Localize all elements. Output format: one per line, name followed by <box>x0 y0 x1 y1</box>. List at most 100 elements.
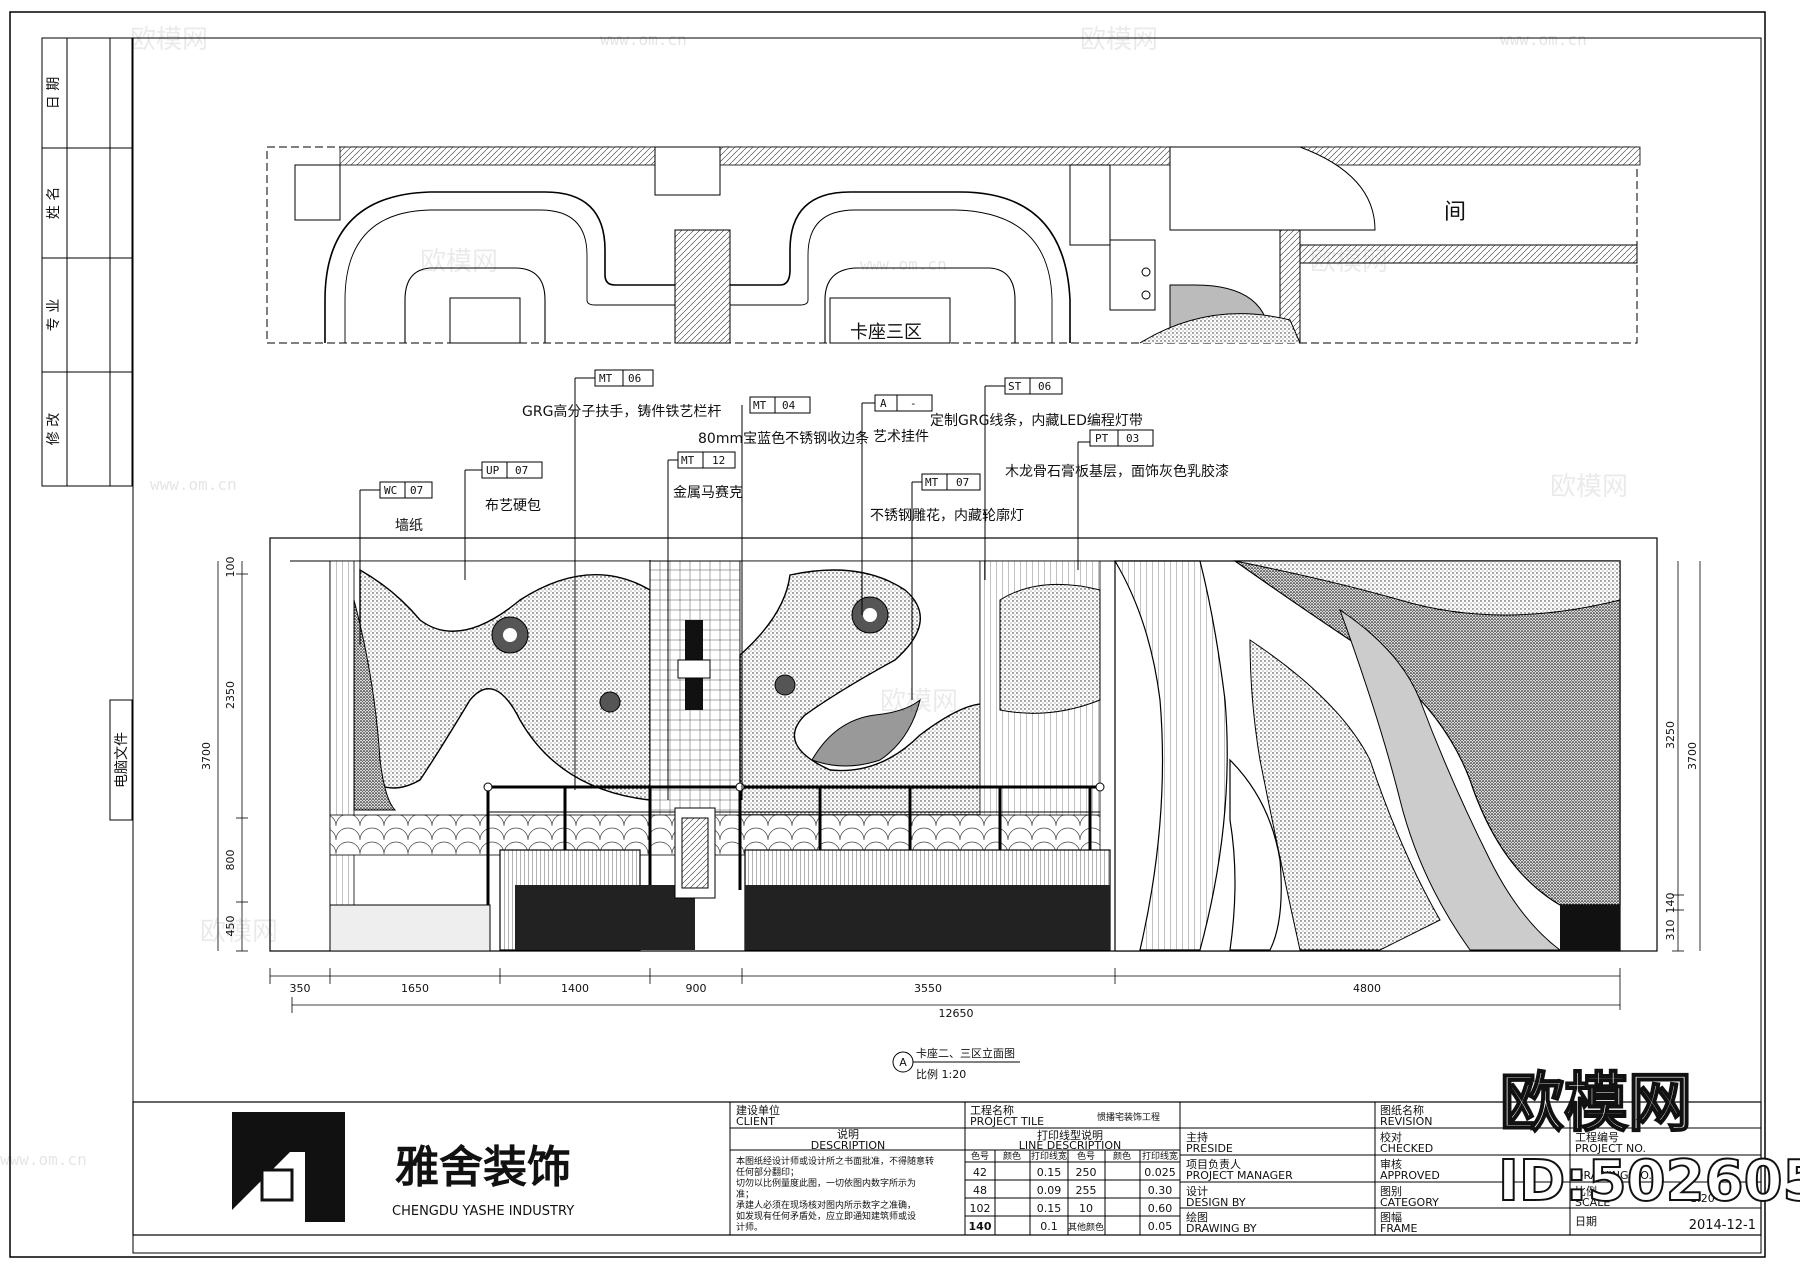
callout-text: 木龙骨石膏板基层，面饰灰色乳胶漆 <box>1005 463 1229 480</box>
side-name-label: 姓 名 <box>46 187 62 219</box>
callout-text: GRG高分子扶手，铸件铁艺栏杆 <box>522 403 721 420</box>
line-type-table: 色号 颜色 打印线宽 色号 颜色 打印线宽 42 0.15 250 0.025 … <box>965 1150 1180 1235</box>
line-cell: 48 <box>973 1184 987 1197</box>
line-cell: 102 <box>970 1202 991 1215</box>
project-title-label-en: PROJECT TILE <box>970 1115 1044 1128</box>
side-date-label: 日 期 <box>46 77 62 109</box>
dim-left-3: 800 <box>224 850 237 871</box>
design-label-cn: 设计 <box>1186 1185 1208 1198</box>
drawing-by-label-en: DRAWING BY <box>1186 1222 1257 1235</box>
line-cell: 0.025 <box>1144 1166 1176 1179</box>
callout-tag-code: UP <box>486 464 500 477</box>
callout-tag-number: 04 <box>782 399 796 412</box>
callout-tag-number: 12 <box>712 454 725 467</box>
callout-tag-number: 06 <box>628 372 641 385</box>
checked-label-en: CHECKED <box>1380 1142 1433 1155</box>
callout-text: 定制GRG线条，内藏LED编程灯带 <box>930 412 1143 429</box>
watermark-url: www.om.cn <box>860 255 947 274</box>
line-cell: 0.60 <box>1148 1202 1173 1215</box>
drawing-name-label-cn: 图纸名称 <box>1380 1103 1424 1117</box>
approved-label-en: APPROVED <box>1380 1169 1440 1182</box>
scale-label-en: SCALE <box>1575 1196 1610 1209</box>
note-line: 承建人必须在现场核对图内所示数字之准确， <box>736 1199 916 1211</box>
callout-gypsum-board: PT 03 木龙骨石膏板基层，面饰灰色乳胶漆 <box>1005 429 1229 570</box>
watermark-brand: 欧模网 <box>880 687 958 717</box>
watermark-url: www.om.cn <box>600 30 687 49</box>
dimension-texts: 350 1650 1400 900 3550 4800 12650 100 23… <box>200 557 1699 1021</box>
watermark-url: www.om.cn <box>0 1150 87 1169</box>
category-label-cn: 图别 <box>1380 1185 1402 1198</box>
note-line: 本图纸经设计师或设计所之书面批准，不得随意转 <box>736 1155 934 1167</box>
callout-text: 80mm宝蓝色不锈钢收边条 <box>698 430 869 447</box>
project-title-label-cn: 工程名称 <box>970 1103 1014 1117</box>
line-cell: 0.1 <box>1040 1220 1058 1233</box>
client-label-cn: 建设单位 <box>736 1103 780 1117</box>
watermark-id: ID:502605 <box>1498 1149 1800 1214</box>
dim-right-3: 310 <box>1664 920 1677 941</box>
category-label-en: CATEGORY <box>1380 1196 1439 1209</box>
callout-tag-code: ST <box>1008 380 1022 393</box>
line-cell: 0.15 <box>1037 1202 1062 1215</box>
plan-zone-label: 卡座三区 <box>850 322 922 343</box>
elevation-view <box>269 537 1658 952</box>
dim-bottom-1: 350 <box>290 982 311 995</box>
watermark-brand: 欧模网 <box>1310 247 1388 277</box>
note-line: 任何部分翻印； <box>736 1166 799 1178</box>
scale-value: 1:20 <box>1690 1192 1715 1205</box>
callout-tag-code: PT <box>1095 432 1109 445</box>
callout-tag-code: MT <box>753 399 767 412</box>
line-header: 颜色 <box>1003 1150 1021 1162</box>
drawing-title-text: 卡座二、三区立面图 <box>916 1046 1015 1060</box>
watermark-url: www.om.cn <box>150 475 237 494</box>
callout-tag-code: WC <box>384 484 397 497</box>
line-cell: 250 <box>1076 1166 1097 1179</box>
callout-tag-code: MT <box>599 372 613 385</box>
watermark-brand: 欧模网 <box>200 917 278 947</box>
line-cell: 0.05 <box>1148 1220 1173 1233</box>
line-desc-label-en: LINE DESCRIPTION <box>1019 1139 1122 1152</box>
side-specialty-label: 专 业 <box>46 299 62 331</box>
project-no-label-en: PROJECT NO. <box>1575 1142 1646 1155</box>
dim-left-2: 2350 <box>224 681 237 709</box>
plan-room-label: 间 <box>1444 200 1466 225</box>
dim-bottom-6: 4800 <box>1353 982 1381 995</box>
drawing-title-scale: 比例 1:20 <box>916 1067 966 1081</box>
dim-bottom-2: 1650 <box>401 982 429 995</box>
line-cell: 其他颜色 <box>1068 1221 1104 1233</box>
side-revision-strip: 日 期 姓 名 专 业 修 改 电脑文件 <box>41 37 133 821</box>
frame-label-cn: 图幅 <box>1380 1211 1402 1224</box>
watermark-brand-large: 欧模网 <box>1500 1067 1692 1141</box>
callout-tag-code: MT <box>681 454 695 467</box>
date-label-cn: 日期 <box>1575 1215 1597 1228</box>
callout-text: 墙纸 <box>395 518 423 534</box>
preside-label-en: PRESIDE <box>1186 1142 1233 1155</box>
line-cell: 255 <box>1076 1184 1097 1197</box>
line-cell: 0.09 <box>1037 1184 1062 1197</box>
dim-left-4: 450 <box>224 916 237 937</box>
approved-label-cn: 审核 <box>1380 1157 1402 1171</box>
pm-label-cn: 项目负责人 <box>1186 1157 1241 1171</box>
watermark-brand: 欧模网 <box>130 25 208 55</box>
watermark-brand: 欧模网 <box>420 247 498 277</box>
description-label-en: DESCRIPTION <box>811 1139 885 1152</box>
callout-steel-trim: MT 04 80mm宝蓝色不锈钢收边条 <box>698 396 869 800</box>
line-cell: 10 <box>1079 1202 1093 1215</box>
dimension-lines <box>217 561 1701 1013</box>
dim-bottom-4: 900 <box>686 982 707 995</box>
dim-right-total: 3700 <box>1686 742 1699 770</box>
side-computer-file-label: 电脑文件 <box>114 732 130 788</box>
callout-tag-number: 07 <box>410 484 423 497</box>
dim-left-total: 3700 <box>200 742 213 770</box>
line-header: 打印线宽 <box>1142 1150 1178 1162</box>
dim-right-2: 140 <box>1664 893 1677 914</box>
callout-wallpaper: WC 07 墙纸 <box>359 481 433 645</box>
callout-fabric-panel: UP 07 布艺硬包 <box>464 461 543 580</box>
callout-tag-number: - <box>910 397 917 410</box>
dim-bottom-3: 1400 <box>561 982 589 995</box>
callouts: WC 07 墙纸 UP 07 布艺硬包 MT 06 GRG高分子扶手，铸件铁艺栏… <box>359 369 1229 800</box>
id-watermark: 欧模网 ID:502605 <box>1497 1066 1800 1215</box>
revision-label-en: REVISION <box>1380 1115 1432 1128</box>
callout-text: 艺术挂件 <box>873 429 929 445</box>
pm-label-en: PROJECT MANAGER <box>1186 1169 1293 1182</box>
